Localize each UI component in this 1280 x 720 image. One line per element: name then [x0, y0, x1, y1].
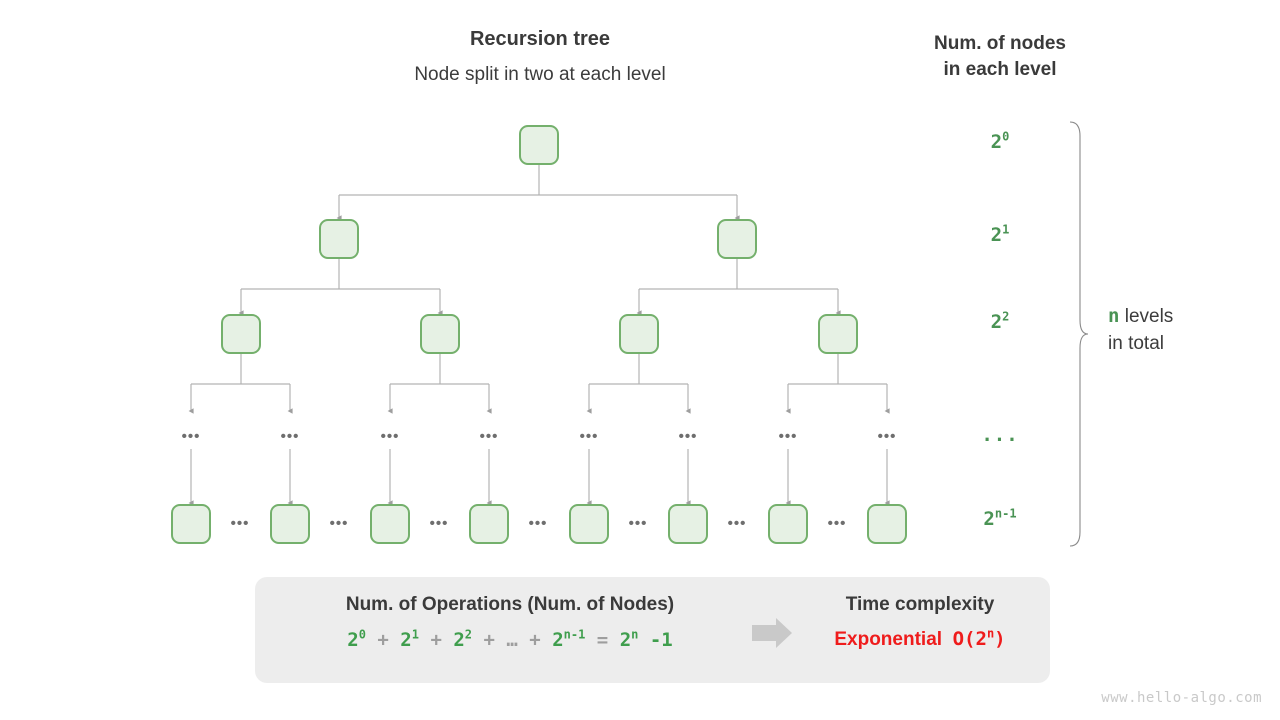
level-count-2: 22 — [940, 311, 1060, 333]
level-count-exponent-4: n-1 — [994, 506, 1017, 521]
formula-term-9: = — [596, 629, 609, 651]
tree-node-level0-0 — [519, 125, 559, 165]
time-complexity-heading: Time complexity — [845, 594, 995, 615]
levels-variable: n — [1108, 305, 1120, 327]
level-count-exponent-2: 2 — [1002, 309, 1010, 324]
big-o-close-paren: ) — [994, 628, 1006, 650]
levels-brace — [1069, 121, 1089, 547]
tree-node-leaf-0 — [171, 504, 211, 544]
tree-node-level1-0 — [319, 219, 359, 259]
big-o-exponent: n — [986, 626, 995, 641]
formula-term-exp-8: n-1 — [563, 627, 586, 642]
operations-formula: 20 + 21 + 22 + … + 2n-1 = 2n -1 — [285, 629, 735, 651]
level-count-3: ... — [940, 424, 1060, 446]
formula-term-7: + — [529, 629, 541, 651]
levels-total-word: in total — [1108, 333, 1164, 354]
formula-term-2: 2 — [400, 629, 412, 651]
tree-node-leaf-4 — [569, 504, 609, 544]
tree-ellipsis-level3-0: ••• — [181, 428, 201, 445]
tree-node-leaf-2 — [370, 504, 410, 544]
levels-word: levels — [1119, 306, 1174, 327]
tree-node-leaf-3 — [469, 504, 509, 544]
node-count-heading-line2: in each level — [943, 59, 1057, 80]
operations-heading: Num. of Operations (Num. of Nodes) — [345, 594, 675, 615]
page-subtitle: Node split in two at each level — [414, 64, 666, 85]
level-count-base-3: ... — [981, 424, 1019, 446]
tree-node-level2-2 — [619, 314, 659, 354]
formula-term-3: + — [430, 629, 442, 651]
level-count-exponent-1: 1 — [1002, 222, 1010, 237]
formula-term-6: … — [506, 629, 518, 651]
leaf-gap-ellipsis-3: ••• — [528, 515, 548, 532]
formula-term-1: + — [377, 629, 389, 651]
leaf-gap-ellipsis-1: ••• — [329, 515, 349, 532]
formula-term-exp-4: 2 — [464, 627, 473, 642]
tree-ellipsis-level3-2: ••• — [380, 428, 400, 445]
level-count-base-2: 2 — [990, 311, 1003, 333]
level-count-4: 2n-1 — [940, 508, 1060, 530]
level-count-base-4: 2 — [983, 508, 995, 530]
leaf-gap-ellipsis-4: ••• — [628, 515, 648, 532]
tree-node-level2-0 — [221, 314, 261, 354]
leaf-gap-ellipsis-5: ••• — [727, 515, 747, 532]
time-complexity-label: Exponential — [834, 629, 943, 650]
watermark: www.hello-algo.com — [1101, 690, 1262, 706]
level-count-1: 21 — [940, 224, 1060, 246]
leaf-gap-ellipsis-6: ••• — [827, 515, 847, 532]
formula-term-exp-10: n — [631, 627, 639, 642]
formula-term-0: 2 — [347, 629, 359, 651]
tree-ellipsis-level3-7: ••• — [877, 428, 897, 445]
page-title: Recursion tree — [469, 28, 611, 50]
level-count-exponent-0: 0 — [1002, 129, 1010, 144]
tree-ellipsis-level3-6: ••• — [778, 428, 798, 445]
formula-term-exp-0: 0 — [358, 627, 366, 642]
tree-ellipsis-level3-5: ••• — [678, 428, 698, 445]
summary-panel: Num. of Operations (Num. of Nodes) 20 + … — [255, 577, 1050, 683]
formula-term-8: 2 — [552, 629, 564, 651]
tree-node-level2-3 — [818, 314, 858, 354]
tree-node-leaf-1 — [270, 504, 310, 544]
level-count-0: 20 — [940, 131, 1060, 153]
levels-in-total-note: n levels in total — [1108, 303, 1258, 357]
level-count-base-0: 2 — [990, 131, 1003, 153]
formula-term-5: + — [483, 629, 495, 651]
formula-term-exp-2: 1 — [411, 627, 419, 642]
tree-node-level2-1 — [420, 314, 460, 354]
time-complexity-value: Exponential O(2n) — [805, 628, 1035, 651]
tree-nodes — [171, 125, 907, 544]
formula-term-10: 2 — [619, 629, 632, 651]
level-count-base-1: 2 — [990, 224, 1003, 246]
tree-ellipsis-level3-4: ••• — [579, 428, 599, 445]
tree-node-level1-1 — [717, 219, 757, 259]
tree-edges — [188, 164, 890, 506]
leaf-gap-ellipsis-2: ••• — [429, 515, 449, 532]
node-count-heading-line1: Num. of nodes — [934, 33, 1066, 54]
formula-term-11: -1 — [649, 629, 673, 651]
tree-ellipsis-level3-1: ••• — [280, 428, 300, 445]
tree-node-leaf-6 — [768, 504, 808, 544]
tree-ellipsis-level3-3: ••• — [479, 428, 499, 445]
tree-node-leaf-5 — [668, 504, 708, 544]
tree-node-leaf-7 — [867, 504, 907, 544]
formula-term-4: 2 — [453, 629, 465, 651]
right-arrow-icon — [752, 618, 792, 648]
big-o-notation: O(2n) — [952, 626, 1006, 650]
leaf-gap-ellipsis-0: ••• — [230, 515, 250, 532]
